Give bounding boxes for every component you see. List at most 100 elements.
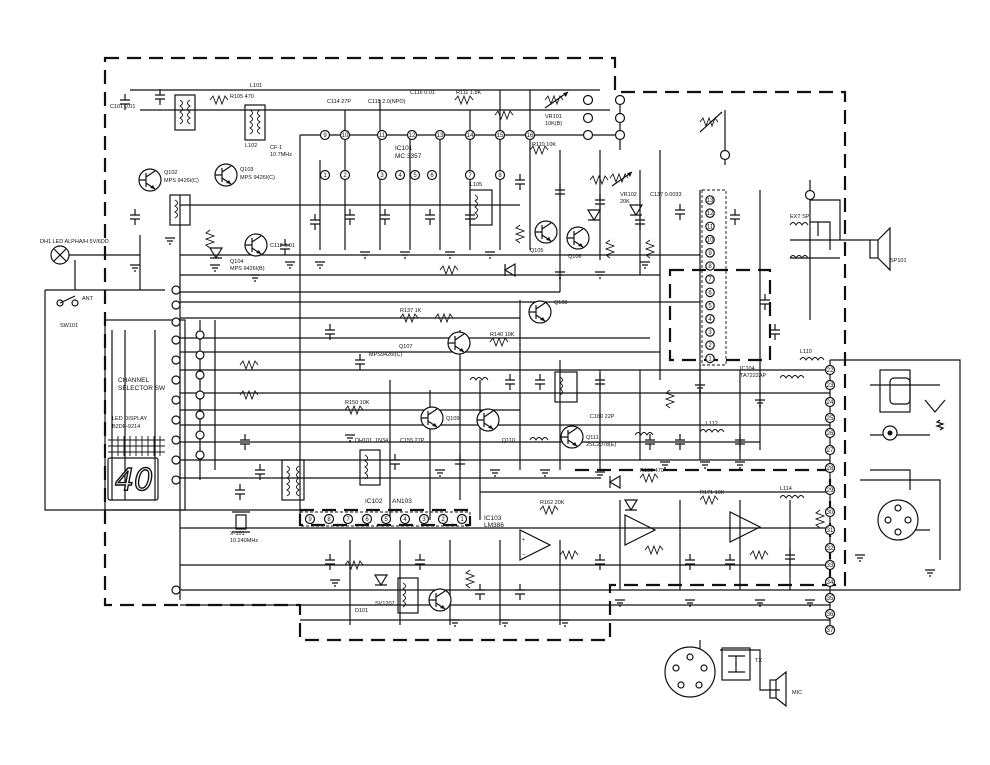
ground-symbol: [210, 264, 220, 272]
capacitor: [415, 554, 425, 570]
antenna-switch: ANT SW101: [56, 295, 94, 329]
x101-value-label: 10.240MHz: [230, 538, 258, 544]
right-terminal-number: 24: [827, 400, 834, 406]
ic102-pin: 8: [323, 513, 335, 525]
l112-label: L112: [706, 421, 718, 427]
q103-type-label: MPS 9426I(C): [240, 175, 275, 181]
capacitor: [120, 94, 130, 110]
capacitor: [685, 554, 695, 570]
q107-type-label: MPS9426I(C): [369, 352, 402, 358]
ic104-pin-number: 5: [708, 304, 712, 310]
capacitor: [595, 194, 605, 210]
ic101-pin: 9: [319, 129, 331, 141]
ic103-label: IC103: [484, 515, 502, 522]
ext-sp-label: EXT SP: [790, 214, 810, 220]
right-terminal-number: 26: [827, 431, 834, 437]
svg-text:4: 4: [398, 173, 402, 179]
ground-symbol: [165, 237, 175, 245]
c116-label: C116 0.01: [410, 90, 435, 96]
svg-text:6: 6: [430, 173, 434, 179]
right-terminal-number: 22: [827, 368, 834, 374]
mic-connector: TX: [664, 646, 762, 698]
opamp-3: [729, 511, 762, 543]
ic101-pin: 10: [339, 129, 351, 141]
ic102-pin-number: 3: [422, 517, 426, 523]
ground-symbol: [130, 264, 140, 272]
svg-text:14: 14: [467, 133, 474, 139]
capacitor: [465, 209, 475, 225]
ic104-pin-number: 11: [707, 224, 714, 230]
ic101-pin: 13: [434, 129, 446, 141]
grounds: [130, 237, 935, 627]
ic104-pin-number: 7: [708, 277, 712, 283]
mic-label: MIC: [792, 690, 802, 696]
speaker: SP101: [869, 226, 907, 272]
ic104-pin-number: 10: [707, 238, 714, 244]
ic104-pin: 2: [705, 340, 715, 350]
right-terminal: 28: [824, 462, 836, 474]
ic102-pin-number: 9: [308, 517, 312, 523]
svg-text:8: 8: [498, 173, 502, 179]
capacitor: [770, 324, 780, 340]
mic-icon: MIC: [769, 670, 802, 708]
ground-symbol: [615, 599, 625, 607]
q111-type-label: 2SC2078(E): [586, 442, 616, 448]
capacitor: [255, 464, 265, 480]
ic102-label: IC102: [365, 498, 383, 505]
c137-label: C137 0.0033: [650, 192, 682, 198]
c155-label: C155 27P: [400, 438, 425, 444]
r150-label: R150 10K: [345, 400, 370, 406]
ic102-pin: 2: [437, 513, 449, 525]
ground-symbol: [855, 554, 865, 562]
ground-symbol: [540, 469, 550, 477]
d101-label: D101: [355, 608, 368, 614]
ic101-label: IC101: [395, 145, 413, 152]
ic104-pin-number: 1: [708, 356, 712, 362]
ground-symbol: [685, 599, 695, 607]
ic102-pin: 4: [399, 513, 411, 525]
ground-symbol: [925, 569, 935, 577]
ic104-pin: 1: [705, 353, 715, 364]
capacitor: [155, 89, 165, 105]
r110-label: R110 10K: [532, 142, 556, 148]
q104-label: Q104: [230, 259, 243, 265]
lamp: DH1 LED ALPHA/H 5V/6DD: [40, 239, 109, 265]
right-terminal-number: 36: [827, 612, 834, 618]
if-transformers: [169, 94, 825, 614]
ext-speaker-jack: EXT SP: [790, 214, 831, 250]
cf1-value-label: 10.7MHz: [270, 152, 292, 158]
svg-text:7: 7: [468, 173, 472, 179]
capacitor: [675, 434, 685, 450]
right-terminal-number: 23: [827, 383, 834, 389]
ground-symbol: [450, 619, 460, 627]
ic104-pin: 9: [705, 248, 715, 258]
right-terminal: 36: [824, 608, 836, 620]
q109-label: Q109: [446, 416, 459, 422]
capacitor: [595, 554, 605, 570]
ic102-pin: 6: [361, 513, 373, 525]
capacitor: [325, 554, 335, 570]
capacitor: [390, 454, 400, 470]
capacitor: [280, 239, 290, 255]
right-terminal: 33: [824, 559, 836, 571]
ic104-pin: 11: [705, 221, 715, 232]
svg-text:16: 16: [527, 133, 534, 139]
ground-symbol: [285, 261, 295, 269]
q105-label: Q105: [530, 248, 543, 254]
capacitor: [735, 434, 745, 450]
vr101-label: VR101: [545, 114, 562, 120]
ground-symbol: [490, 469, 500, 477]
svg-text:12: 12: [409, 133, 416, 139]
svg-text:5: 5: [413, 173, 417, 179]
capacitor: [310, 214, 320, 230]
transistor-q104: Q104 MPS 9426I(B): [230, 233, 268, 272]
ic104-pin: 7: [705, 274, 715, 284]
capacitor: [675, 204, 685, 220]
ic104-pin: 3: [705, 327, 715, 337]
